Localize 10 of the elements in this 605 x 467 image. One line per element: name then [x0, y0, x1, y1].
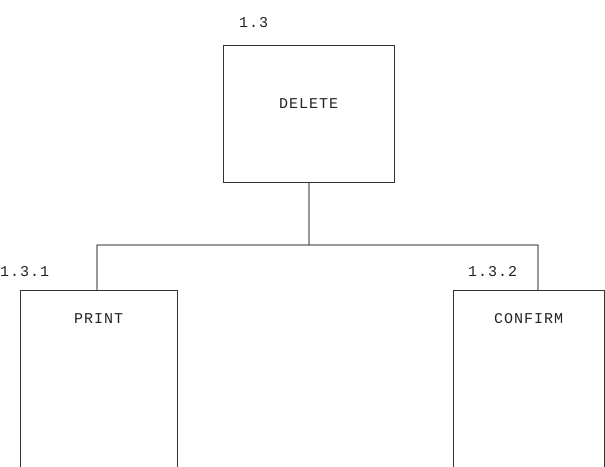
process-box	[453, 290, 605, 467]
node-number: 1.3.1	[0, 264, 50, 281]
box-label: CONFIRM	[494, 310, 564, 328]
box-label: PRINT	[74, 310, 124, 328]
process-box	[223, 45, 395, 183]
connector-line	[308, 182, 538, 290]
process-box	[20, 290, 178, 467]
node-number: 1.3.2	[468, 264, 518, 281]
box-label: DELETE	[278, 96, 339, 112]
node-number: 1.3	[239, 15, 270, 32]
